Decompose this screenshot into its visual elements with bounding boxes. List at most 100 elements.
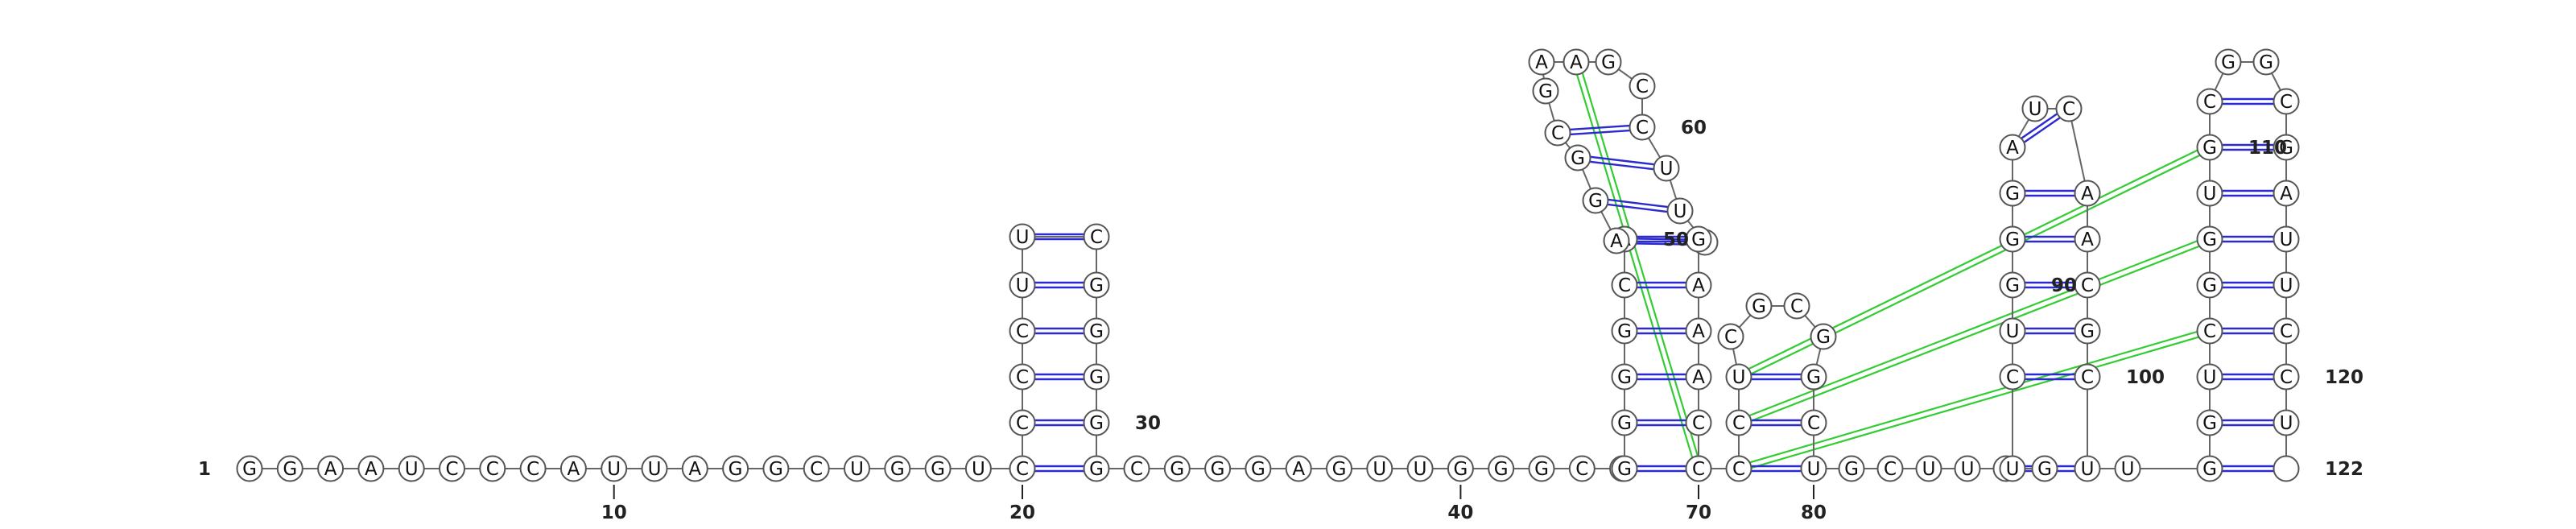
nucleotide: A (1285, 455, 1312, 482)
nucleotide: C (2196, 317, 2223, 345)
nucleotide: U (1999, 455, 2026, 482)
nucleotide: C (1717, 323, 1744, 350)
position-label: 110 (2248, 138, 2287, 159)
nucleotide: A (2273, 180, 2300, 207)
svg-text:U: U (2203, 367, 2217, 388)
nucleotide: U (2074, 455, 2101, 482)
svg-text:U: U (1961, 459, 1975, 480)
nucleotide: G (2196, 225, 2223, 253)
nucleotide: A (1528, 48, 1555, 76)
nucleotide: U (641, 455, 668, 482)
svg-text:C: C (1090, 227, 1103, 248)
nucleotide: C (1009, 317, 1036, 345)
nucleotide: G (1999, 225, 2026, 253)
svg-text:A: A (1292, 459, 1305, 480)
nucleotide: U (2196, 363, 2223, 391)
svg-text:A: A (688, 459, 701, 480)
svg-text:U: U (1674, 201, 1687, 222)
svg-text:C: C (1732, 413, 1745, 434)
svg-text:A: A (1692, 321, 1705, 342)
svg-text:G: G (2202, 459, 2217, 480)
svg-text:G: G (890, 459, 905, 480)
svg-text:G: G (1844, 459, 1859, 480)
position-label: 30 (1135, 413, 1161, 434)
pseudoknot-link (1572, 62, 1697, 470)
svg-text:U: U (1732, 367, 1746, 388)
nucleotide: C (479, 455, 506, 482)
svg-text:U: U (850, 459, 864, 480)
nucleotide: U (1915, 455, 1942, 482)
nucleotide: G (1204, 455, 1232, 482)
nucleotide: C (1083, 223, 1110, 250)
svg-text:C: C (2062, 99, 2075, 120)
nucleotide: U (2273, 409, 2300, 436)
svg-text:122: 122 (2325, 459, 2363, 480)
svg-text:C: C (810, 459, 823, 480)
svg-text:G: G (1089, 275, 1104, 296)
nucleotide: U (1800, 455, 1827, 482)
nucleotide: C (2074, 271, 2101, 299)
nucleotide: G (236, 455, 263, 482)
nucleotide: C (1999, 363, 2026, 391)
nucleotide: C (1725, 409, 1752, 436)
base-pair-line (1570, 129, 1630, 136)
svg-text:120: 120 (2325, 367, 2363, 388)
svg-text:C: C (2006, 367, 2019, 388)
nucleotide: G (1810, 323, 1837, 350)
pseudoknot-link (1739, 333, 2211, 473)
svg-text:C: C (1724, 327, 1737, 348)
nucleotide: G (762, 455, 790, 482)
nucleotide: G (1800, 363, 1827, 391)
svg-text:G: G (1617, 413, 1632, 434)
nucleotide: A (357, 455, 385, 482)
nucleotide: U (1009, 271, 1036, 299)
svg-text:A: A (568, 459, 580, 480)
svg-text:G: G (242, 459, 257, 480)
nucleotide: G (2196, 271, 2223, 299)
position-label: 120 (2325, 367, 2363, 388)
svg-text:G: G (1601, 52, 1616, 73)
nucleotide: U (2114, 455, 2141, 482)
nucleotide: A (1999, 134, 2026, 161)
nucleotide (2273, 455, 2300, 482)
svg-text:G: G (1617, 459, 1632, 480)
svg-text:U: U (1807, 459, 1821, 480)
nucleotide: G (2215, 48, 2242, 76)
nucleotide: A (1685, 317, 1712, 345)
nucleotide: A (1563, 48, 1590, 76)
nucleotide: U (2273, 271, 2300, 299)
nucleotide: U (398, 455, 425, 482)
nucleotide: G (1685, 225, 1712, 253)
svg-text:1: 1 (198, 459, 211, 480)
svg-text:C: C (1692, 459, 1705, 480)
svg-text:U: U (607, 459, 621, 480)
position-label: 80 (1801, 485, 1827, 523)
nucleotide: C (1725, 455, 1752, 482)
svg-text:G: G (2037, 459, 2052, 480)
nucleotide: G (276, 455, 303, 482)
svg-text:C: C (1692, 413, 1705, 434)
svg-text:10: 10 (601, 502, 627, 523)
svg-text:C: C (1575, 459, 1588, 480)
nucleotide: U (844, 455, 870, 482)
base-pair-line (2021, 113, 2058, 139)
svg-text:G: G (1617, 321, 1632, 342)
nucleotide: U (1009, 223, 1036, 250)
base-pair-line (1590, 155, 1655, 166)
svg-text:U: U (2280, 413, 2293, 434)
svg-text:C: C (1551, 123, 1564, 144)
svg-text:A: A (1610, 231, 1623, 252)
svg-text:U: U (2029, 99, 2042, 120)
nucleotide: G (1999, 271, 2026, 299)
nucleotide: G (2252, 48, 2280, 76)
nucleotide: A (1685, 271, 1712, 299)
base-pair-line (2023, 117, 2061, 143)
svg-text:C: C (2203, 92, 2216, 113)
nucleotide: A (681, 455, 708, 482)
position-label: 50 (1663, 229, 1689, 250)
pseudoknot-link (1737, 327, 2210, 467)
nucleotide: G (1163, 455, 1191, 482)
svg-text:G: G (1494, 459, 1509, 480)
nucleotide: C (2196, 88, 2223, 115)
nucleotide: C (1009, 409, 1036, 436)
